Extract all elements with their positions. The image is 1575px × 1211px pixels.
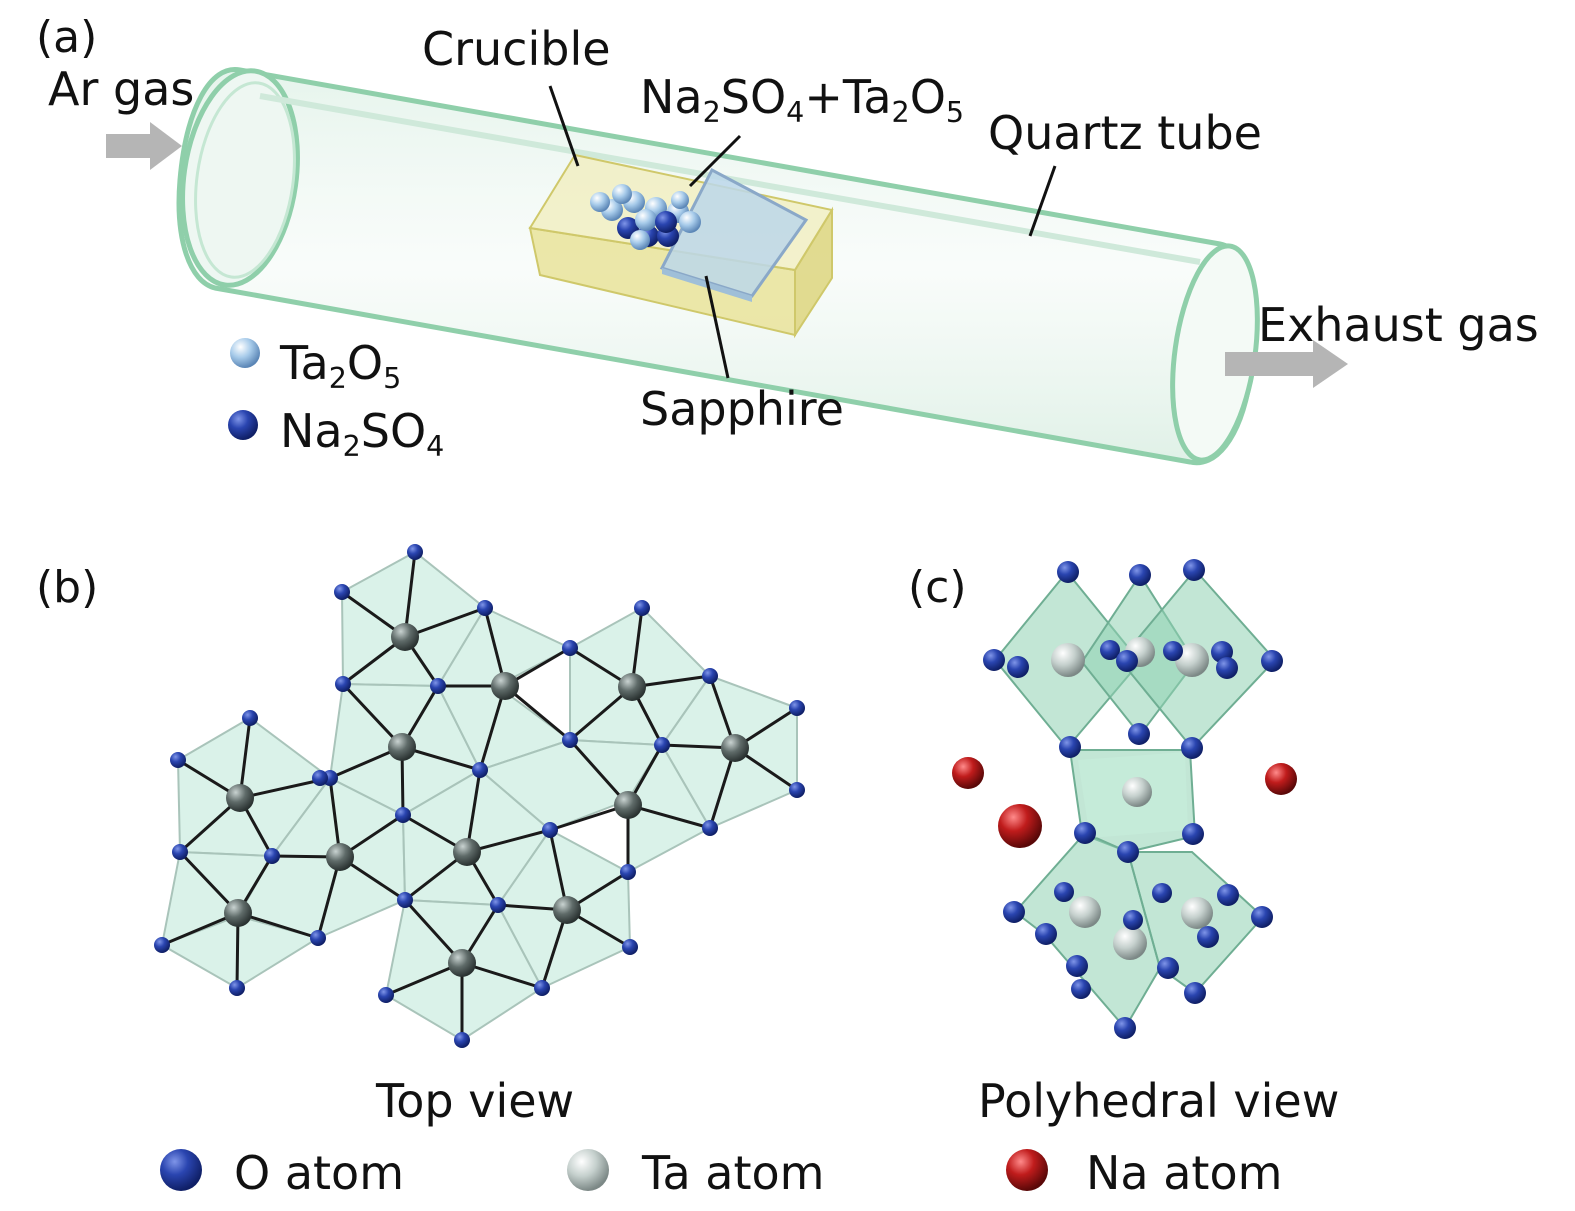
leader-lines bbox=[548, 85, 1057, 379]
legend-ta2o5-o: O bbox=[346, 336, 384, 390]
top-view-caption: Top view bbox=[376, 1074, 575, 1128]
legend-ta-atom-sphere bbox=[567, 1149, 609, 1191]
panel-label-c: (c) bbox=[908, 562, 967, 613]
crucible-label: Crucible bbox=[422, 22, 611, 76]
ar-gas-label: Ar gas bbox=[48, 62, 195, 116]
legend-ta2o5-sphere bbox=[230, 338, 260, 368]
powder-particles bbox=[590, 184, 701, 250]
sapphire-label: Sapphire bbox=[640, 382, 844, 436]
mixture-ta-sub: 2 bbox=[891, 96, 910, 130]
panel-label-a: (a) bbox=[36, 12, 98, 63]
polyhedral-view-caption: Polyhedral view bbox=[978, 1074, 1340, 1128]
legend-na2so4-na: Na bbox=[280, 404, 343, 458]
legend-na-atom-label: Na atom bbox=[1086, 1146, 1283, 1200]
mixture-na-sub: 2 bbox=[702, 96, 721, 130]
exhaust-gas-label: Exhaust gas bbox=[1258, 298, 1539, 352]
mixture-so: SO bbox=[720, 70, 787, 124]
mixture-na: Na bbox=[640, 70, 703, 124]
mixture-o-sub: 5 bbox=[945, 96, 965, 130]
polyhedral-view-structure bbox=[952, 559, 1297, 1039]
mixture-o: O bbox=[909, 70, 946, 124]
top-view-structure bbox=[154, 544, 805, 1048]
legend-ta2o5-label: Ta2O5 bbox=[280, 340, 401, 393]
legend-na-atom-sphere bbox=[1006, 1149, 1048, 1191]
mixture-plus-ta: +Ta bbox=[804, 70, 892, 124]
ar-gas-arrow bbox=[106, 122, 182, 170]
legend-na2so4-so: SO bbox=[360, 404, 427, 458]
mixture-label: Na2SO4+Ta2O5 bbox=[640, 74, 964, 127]
legend-ta2o5-sub1: 2 bbox=[328, 362, 347, 396]
exhaust-gas-arrow bbox=[1225, 340, 1348, 388]
mixture-so-sub: 4 bbox=[786, 96, 805, 130]
panel-label-b: (b) bbox=[36, 562, 99, 613]
legend-na2so4-sphere bbox=[228, 410, 258, 440]
legend-ta-atom-label: Ta atom bbox=[642, 1146, 825, 1200]
legend-o-atom-label: O atom bbox=[234, 1146, 405, 1200]
legend-na2so4-sub1: 2 bbox=[342, 430, 361, 464]
legend-ta2o5-sub2: 5 bbox=[383, 362, 402, 396]
legend-ta2o5-ta: Ta bbox=[280, 336, 329, 390]
legend-na2so4-label: Na2SO4 bbox=[280, 408, 444, 461]
legend-na2so4-sub2: 4 bbox=[426, 430, 445, 464]
legend-o-atom-sphere bbox=[160, 1149, 202, 1191]
quartz-tube-label: Quartz tube bbox=[988, 106, 1262, 160]
